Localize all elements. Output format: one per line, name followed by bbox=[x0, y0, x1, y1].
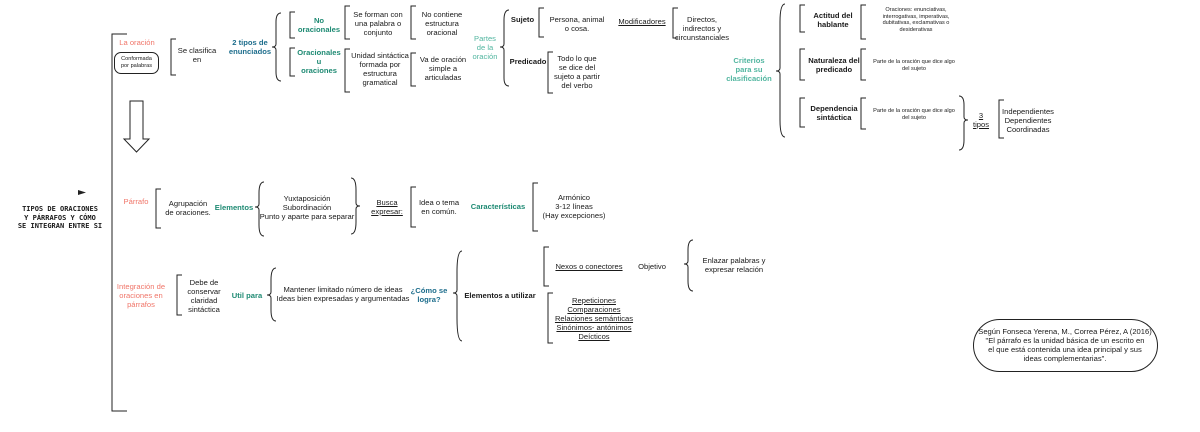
pointer-icon bbox=[78, 190, 86, 195]
dos-tipos: 2 tipos de enunciados bbox=[228, 38, 272, 56]
bracket-se-clasifica bbox=[170, 38, 176, 76]
integracion-label: Integración de oraciones en párrafos bbox=[116, 282, 166, 309]
oracion-label: La oración bbox=[119, 38, 155, 47]
objetivo: Objetivo bbox=[638, 262, 666, 271]
no-contiene: No contiene estructura oracional bbox=[421, 10, 463, 37]
criterios: Criterios para su clasificación bbox=[726, 56, 772, 83]
oracionales: Oracionales u oraciones bbox=[297, 48, 341, 75]
mantener: Mantener limitado número de ideas Ideas … bbox=[276, 285, 410, 303]
down-arrow-icon bbox=[122, 100, 151, 153]
no-oracionales-desc: Se forman con una palabra o conjunto bbox=[353, 10, 403, 37]
idea-tema: Idea o tema en común. bbox=[418, 198, 460, 216]
predicado: Predicado bbox=[509, 57, 547, 66]
debe-conservar: Debe de conservar claridad sintáctica bbox=[187, 278, 221, 314]
tres-tipos: 3 tipos bbox=[972, 111, 990, 129]
oracionales-desc: Unidad sintáctica formada por estructura… bbox=[351, 51, 409, 87]
elementos: Elementos bbox=[214, 203, 254, 212]
modificadores-desc: Directos, indirectos y circunstanciales bbox=[674, 15, 730, 42]
citation-text: Según Fonseca Yerena, M., Correa Pérez, … bbox=[978, 327, 1152, 363]
partes-oracion: Partes de la oración bbox=[472, 34, 498, 61]
no-oracionales: No oracionales bbox=[297, 16, 341, 34]
caracteristicas-list: Armónico 3-12 líneas (Hay excepciones) bbox=[542, 193, 606, 220]
sujeto-desc: Persona, animal o cosa. bbox=[549, 15, 605, 33]
parrafo-label: Párrafo bbox=[123, 197, 149, 206]
modificadores: Modificadores bbox=[618, 17, 666, 26]
actitud-hablante: Actitud del hablante bbox=[813, 11, 853, 29]
root-bracket bbox=[111, 33, 127, 412]
actitud-desc: Oraciones: enunciativas, interrogativas,… bbox=[882, 7, 950, 33]
dependencia-sintactica: Dependencia sintáctica bbox=[810, 104, 858, 122]
citation-oval bbox=[973, 319, 1158, 372]
util-para: Util para bbox=[231, 291, 263, 300]
nexos-conectores: Nexos o conectores bbox=[555, 262, 623, 271]
recursos-list: Repeticiones Comparaciones Relaciones se… bbox=[554, 296, 634, 341]
se-clasifica: Se clasifica en bbox=[177, 46, 217, 64]
naturaleza-predicado: Naturaleza del predicado bbox=[808, 56, 860, 74]
enlazar: Enlazar palabras y expresar relación bbox=[702, 256, 766, 274]
como-se-logra: ¿Cómo se logra? bbox=[410, 286, 448, 304]
naturaleza-desc: Parte de la oración que dice algo del su… bbox=[873, 59, 955, 72]
tres-tipos-list: Independientes Dependientes Coordinadas bbox=[1002, 107, 1054, 134]
va-de: Va de oración simple a articuladas bbox=[419, 55, 467, 82]
root-title: TIPOS DE ORACIONES Y PÁRRAFOS Y CÓMO SE … bbox=[17, 205, 103, 230]
busca-expresar: Busca expresar: bbox=[371, 198, 403, 216]
predicado-desc: Todo lo que se dice del sujeto a partir … bbox=[553, 54, 600, 90]
sujeto: Sujeto bbox=[510, 15, 535, 24]
agrupacion: Agrupación de oraciones. bbox=[165, 199, 211, 217]
elementos-list: Yuxtaposición Subordinación Punto y apar… bbox=[259, 194, 355, 221]
caracteristicas: Características bbox=[470, 202, 526, 211]
conformada-pill bbox=[114, 52, 159, 74]
elementos-utilizar: Elementos a utilizar bbox=[464, 291, 536, 300]
dependencia-desc: Parte de la oración que dice algo del su… bbox=[873, 108, 955, 121]
conformada-text: Conformada por palabras bbox=[120, 56, 153, 69]
